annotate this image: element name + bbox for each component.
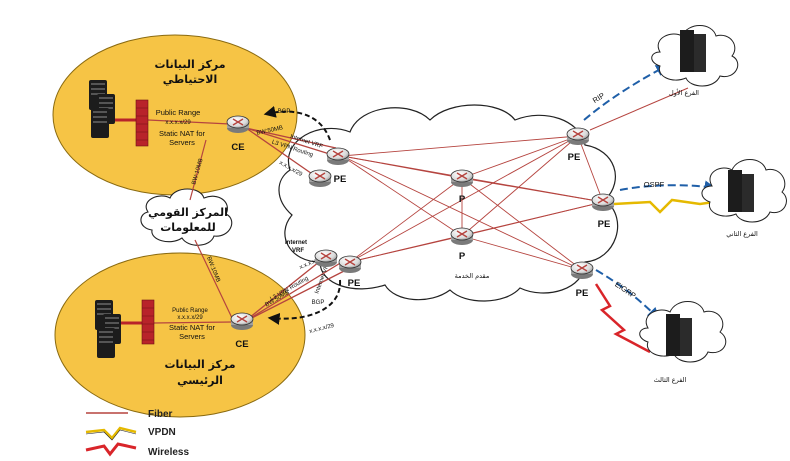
backup-nat-line1: Static NAT for — [159, 129, 205, 138]
backup-subnet: x.x.x.x/29 — [165, 120, 191, 126]
pe-router-branch3-icon — [570, 261, 594, 280]
pe-router-main-2-icon — [338, 255, 362, 274]
backup-dc-title-line2: الاحتياطي — [163, 73, 218, 86]
backup-public-range: Public Range — [156, 108, 201, 117]
backup-dc-title-line1: مركز البيانات — [154, 58, 225, 71]
backup-bw: BW:50MB — [256, 125, 284, 136]
pe-router-backup-2-icon — [308, 169, 332, 188]
pe-label-backup: PE — [334, 174, 347, 185]
national-link-top — [189, 139, 207, 201]
national-center-line1: المركز القومي — [148, 206, 228, 219]
main-fw-ce-link — [153, 321, 233, 324]
national-center-line2: للمعلومات — [160, 221, 216, 234]
main-datacenter-zone — [54, 252, 306, 418]
p-router-bottom-icon — [450, 227, 474, 246]
main-dc-title-line1: مركز البيانات — [164, 358, 235, 371]
main-bgp-subnet: x.x.x.x/29 — [309, 323, 336, 335]
legend-fiber-label: Fiber — [148, 409, 173, 420]
branch1-label: الفرع الأول — [669, 88, 699, 97]
main-ce-router-icon — [230, 312, 254, 331]
legend-wireless-swatch — [85, 442, 137, 457]
pe-label-branch1: PE — [568, 152, 581, 163]
backup-firewall — [135, 99, 149, 147]
internet-vrf-label-line1: Internet — [285, 240, 307, 246]
pe-router-branch1-icon — [566, 127, 590, 146]
backup-ce-label: CE — [231, 142, 244, 153]
main-bgp-arc — [267, 279, 342, 325]
p-label-bottom: P — [459, 251, 466, 262]
main-ce-label: CE — [235, 339, 248, 350]
branch2-servers — [728, 170, 754, 212]
legend-vpdn-swatch — [85, 426, 137, 440]
ospf-label: OSPF — [644, 180, 665, 189]
backup-nat-line2: Servers — [169, 138, 195, 147]
main-nat-line1: Static NAT for — [169, 323, 215, 332]
provider-cloud-label: مقدم الخدمة — [455, 272, 490, 280]
branch1-rip-arrow — [583, 64, 669, 121]
pe-router-branch2-icon — [591, 193, 615, 212]
branch3-servers — [666, 314, 692, 356]
legend: Fiber VPDN Wireless — [85, 409, 189, 458]
main-dc-title-line2: الرئيسي — [177, 374, 223, 387]
rip-label: RIP — [591, 91, 606, 105]
backup-ce-pe-links — [245, 127, 337, 179]
national-link-bottom — [194, 239, 233, 319]
main-bgp: BGP — [312, 300, 325, 306]
branch1-servers — [680, 30, 706, 72]
branch3-eigrp-arrow — [595, 269, 660, 320]
legend-vpdn-label: VPDN — [148, 427, 176, 438]
main-subnet: x.x.x.x/29 — [177, 315, 203, 321]
pe-router-backup-1-icon — [326, 147, 350, 166]
pe-label-branch3: PE — [576, 288, 589, 299]
legend-wireless-label: Wireless — [148, 447, 189, 458]
backup-fw-ce-link — [147, 119, 231, 125]
p-router-top-icon — [450, 169, 474, 188]
backup-ce-router-icon — [226, 115, 250, 134]
internet-vrf-label-line2: VRF — [292, 248, 304, 254]
national-center-cloud — [140, 188, 233, 246]
main-ce-pe-links — [243, 257, 351, 323]
branch3-wireless-link — [594, 283, 651, 354]
branch2-ospf-arrow — [619, 180, 717, 193]
p-label-top: P — [459, 194, 466, 205]
main-nat-line2: Servers — [179, 332, 205, 341]
eigrp-label: EIGRP — [613, 280, 637, 301]
main-public-range: Public Range — [172, 308, 208, 314]
branch2-vpdn-link — [613, 198, 729, 214]
branch2-label: الفرع الثاني — [726, 230, 758, 238]
branch3-label: الفرع الثالث — [654, 376, 687, 384]
core-fiber-links — [341, 135, 604, 271]
backup-bgp-arc — [263, 105, 331, 141]
pe-label-branch2: PE — [598, 219, 611, 230]
main-firewall — [141, 299, 155, 345]
pe-router-main-1-icon — [314, 249, 338, 268]
branch1-fiber — [589, 87, 689, 131]
pe-label-main: PE — [348, 278, 361, 289]
